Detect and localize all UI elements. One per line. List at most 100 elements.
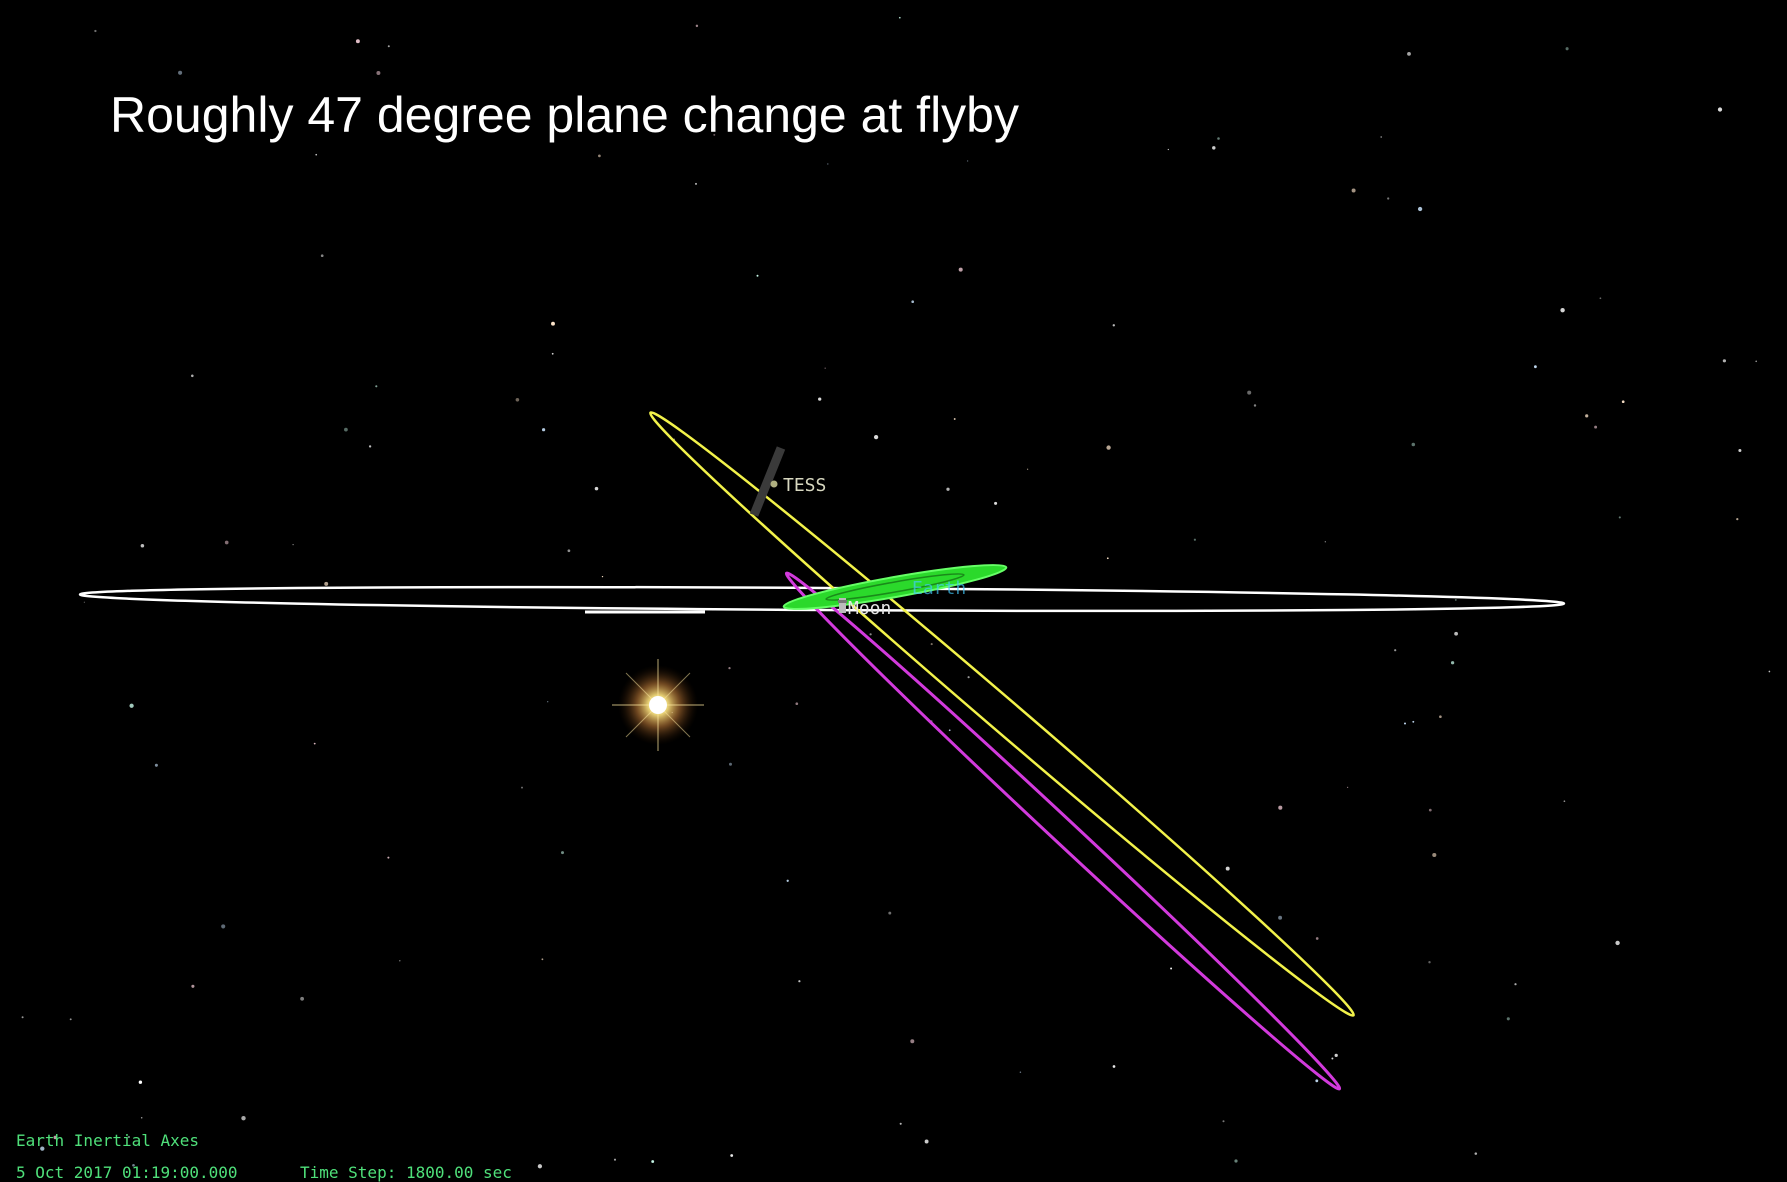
- star: [69, 1018, 72, 1021]
- star: [1432, 852, 1437, 858]
- hud-epoch: 5 Oct 2017 01:19:00.000: [16, 1163, 238, 1182]
- star: [1417, 206, 1423, 212]
- star: [178, 70, 183, 75]
- star: [1112, 324, 1115, 327]
- star: [224, 540, 229, 545]
- star: [601, 575, 604, 578]
- star: [515, 398, 520, 402]
- star: [930, 643, 933, 646]
- star: [1193, 538, 1196, 541]
- star: [344, 427, 348, 432]
- star: [994, 501, 998, 505]
- star: [1585, 414, 1589, 418]
- star: [1106, 557, 1109, 560]
- star: [83, 601, 86, 603]
- star: [541, 958, 544, 961]
- star: [1454, 598, 1457, 601]
- star: [786, 879, 789, 882]
- tess-orbit-post-flyby: [784, 571, 1342, 1091]
- tess-spacecraft-icon: [749, 446, 786, 517]
- star: [241, 1116, 246, 1121]
- star: [1278, 915, 1283, 920]
- moon-icon: [838, 598, 847, 613]
- star: [127, 1135, 131, 1139]
- star: [1234, 1159, 1238, 1163]
- star: [899, 1122, 902, 1125]
- star: [387, 856, 390, 859]
- star: [910, 1039, 915, 1044]
- star: [542, 428, 546, 432]
- star: [613, 1158, 617, 1161]
- star: [1599, 297, 1602, 300]
- star: [53, 1135, 58, 1140]
- star: [948, 729, 951, 732]
- star: [300, 996, 304, 1001]
- star: [324, 581, 329, 586]
- star: [798, 980, 801, 983]
- star: [1026, 468, 1029, 470]
- star: [561, 851, 564, 855]
- star: [1170, 967, 1173, 970]
- star: [1315, 937, 1319, 940]
- star: [355, 39, 360, 44]
- star: [191, 374, 194, 378]
- star: [898, 16, 901, 19]
- star: [1247, 390, 1252, 395]
- star: [1253, 404, 1257, 407]
- star: [1387, 197, 1390, 200]
- star: [1474, 1152, 1478, 1155]
- star: [387, 45, 390, 48]
- star: [824, 367, 826, 369]
- star: [924, 1139, 929, 1144]
- star: [1565, 47, 1569, 51]
- star: [598, 154, 601, 158]
- star: [1722, 359, 1727, 363]
- star: [315, 153, 318, 156]
- star: [140, 1117, 143, 1119]
- star: [375, 385, 378, 388]
- star: [140, 543, 145, 548]
- star: [567, 549, 571, 553]
- star: [1212, 146, 1216, 150]
- star: [888, 911, 892, 915]
- star: [1217, 137, 1220, 140]
- star: [21, 1016, 24, 1019]
- star: [1315, 1079, 1319, 1083]
- star: [40, 1146, 45, 1151]
- star: [946, 487, 950, 491]
- star: [1506, 1017, 1510, 1021]
- star: [94, 29, 97, 33]
- tess-orbit-pre-flyby: [649, 411, 1355, 1017]
- star: [1514, 983, 1517, 986]
- star: [795, 702, 799, 706]
- star: [966, 160, 969, 162]
- star: [221, 924, 226, 929]
- hud-time-step: Time Step: 1800.00 sec: [300, 1163, 512, 1182]
- star: [1380, 136, 1383, 138]
- star: [537, 1164, 543, 1169]
- star: [695, 24, 699, 28]
- star: [1594, 425, 1598, 429]
- star: [399, 960, 401, 962]
- star: [1222, 1120, 1225, 1123]
- star: [1351, 188, 1356, 193]
- star: [1324, 541, 1326, 543]
- star: [728, 666, 731, 670]
- star: [1394, 649, 1397, 652]
- star: [547, 701, 549, 703]
- star: [129, 703, 134, 708]
- hud-axes-label: Earth Inertial Axes: [16, 1131, 200, 1150]
- star: [1346, 786, 1349, 789]
- star: [594, 486, 599, 491]
- star: [313, 742, 316, 745]
- star: [154, 763, 158, 767]
- star: [1615, 940, 1620, 946]
- moon-label: Moon: [848, 598, 891, 619]
- star: [873, 434, 879, 440]
- star: [1278, 805, 1283, 810]
- star: [1738, 448, 1742, 453]
- star-field: [21, 16, 1771, 1169]
- star: [1755, 360, 1757, 363]
